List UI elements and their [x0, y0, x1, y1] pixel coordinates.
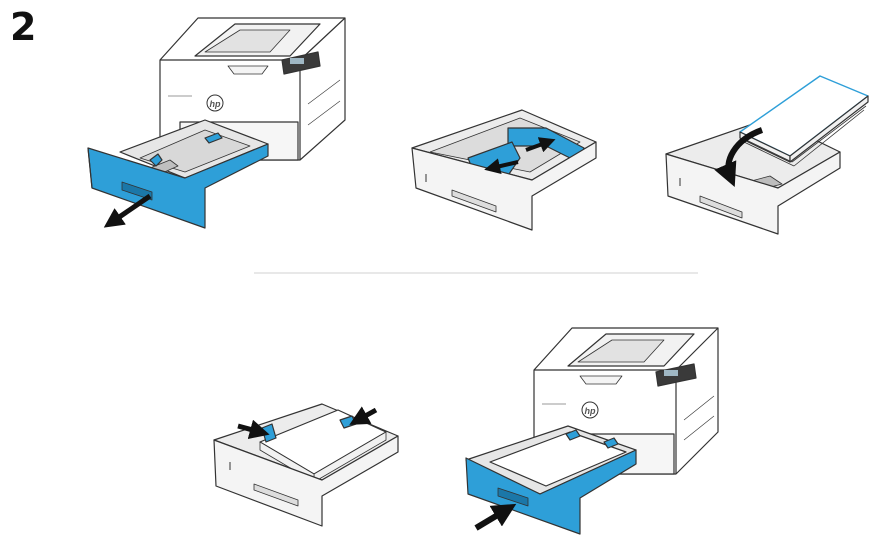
slide-guide-arrow-icon	[484, 158, 519, 174]
paper-sheet	[489, 431, 627, 487]
paper-tray	[465, 425, 637, 535]
panel-adjust-guides	[213, 403, 399, 527]
adjust-guide-arrow-icon	[237, 419, 270, 440]
tray-handle	[451, 189, 497, 213]
load-paper-arrow-icon	[714, 127, 764, 188]
paper-guide-tab	[603, 437, 619, 449]
slide-guide-arrow-icon	[525, 137, 556, 153]
step-number: 2	[10, 5, 37, 49]
tray-front	[465, 449, 637, 535]
panel-load-paper	[665, 75, 869, 235]
display-screen	[290, 58, 304, 64]
panel-slide-guides	[411, 109, 597, 231]
tray-front	[87, 143, 269, 229]
tray-handle	[699, 195, 743, 219]
paper-tray	[87, 119, 269, 229]
adjust-guide-arrow-icon	[349, 406, 378, 425]
push-tray-arrow-icon	[474, 503, 517, 531]
display-screen	[664, 370, 678, 376]
tray-handle	[497, 487, 529, 507]
hp-logo	[581, 401, 599, 419]
panel-open-tray: hp	[87, 17, 346, 229]
paper-guide-tab	[565, 429, 581, 441]
hp-logo-text: hp	[210, 99, 221, 109]
paper-guide-tab	[204, 132, 223, 144]
pull-arrow-icon	[103, 193, 152, 228]
paper-guide-tab	[149, 153, 163, 167]
tray-handle	[253, 483, 299, 507]
panel-close-tray: hp	[465, 327, 719, 535]
hp-logo-text: hp	[585, 406, 596, 416]
paper-stack	[739, 75, 869, 167]
hp-logo	[206, 94, 224, 112]
tray-handle	[121, 181, 153, 201]
